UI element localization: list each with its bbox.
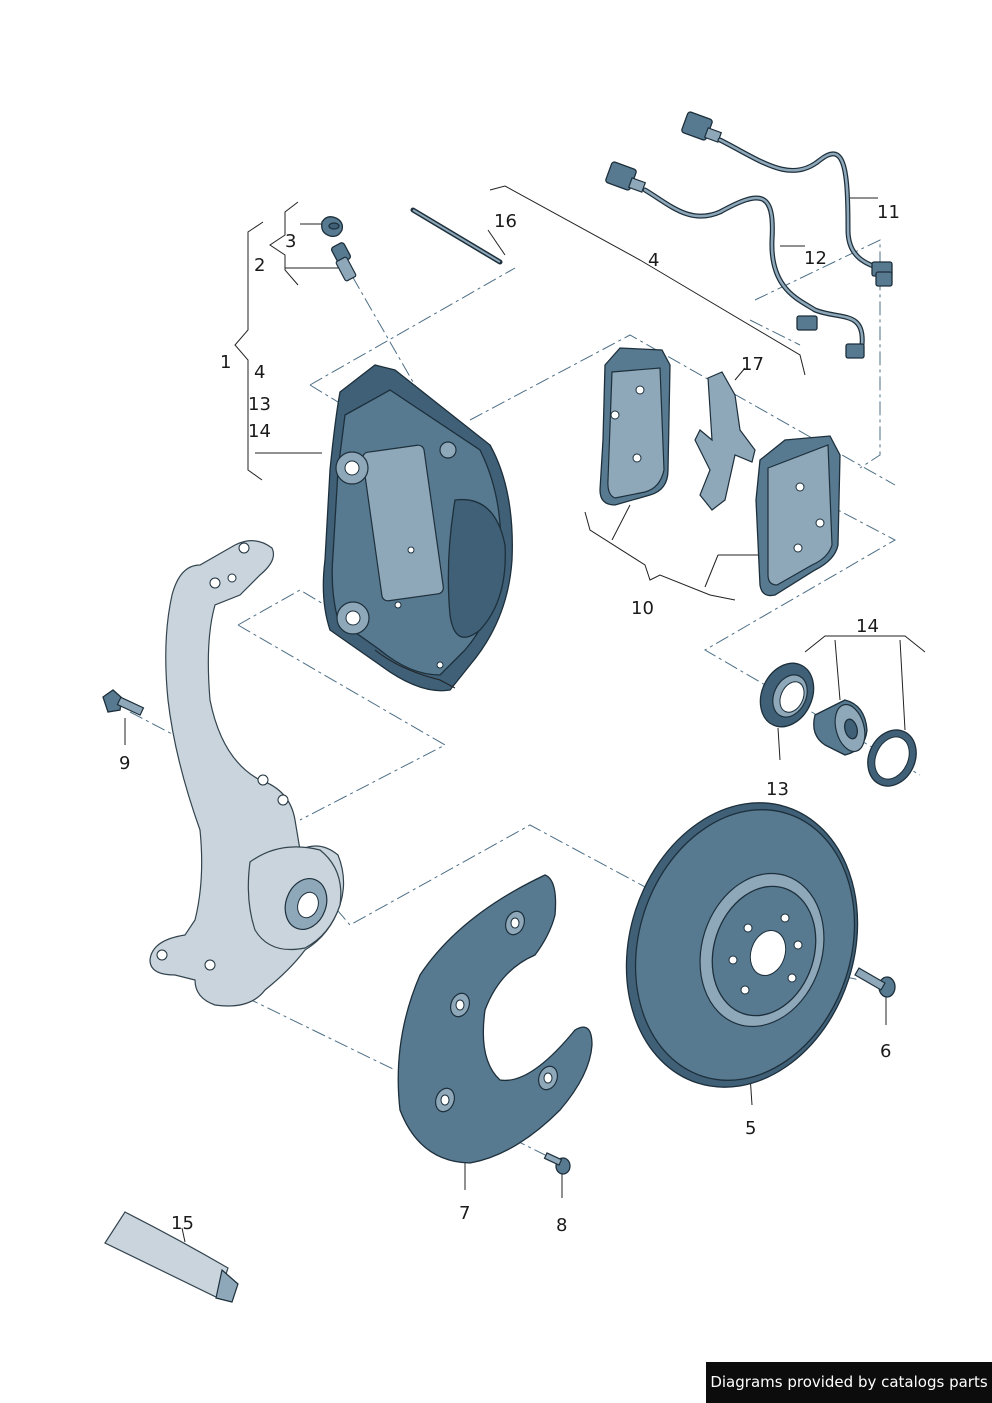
callout-3: 3 [285,231,296,252]
leader-lines [124,185,926,1243]
steering-knuckle [149,540,345,1007]
callout-4: 4 [648,250,659,271]
brake-pad-left [599,347,671,506]
seal-ring [759,662,815,728]
callout-13-brace: 13 [248,394,271,415]
callout-8: 8 [556,1215,567,1236]
brake-disc [625,802,859,1088]
callout-7: 7 [459,1203,470,1224]
callout-1: 1 [220,352,231,373]
pad-spring [694,371,756,511]
callout-15: 15 [171,1213,194,1234]
callout-9: 9 [119,753,130,774]
disc-screw [854,967,896,998]
guide-pin [410,207,503,265]
callout-4-brace: 4 [254,362,265,383]
callout-12: 12 [804,248,827,269]
callout-13: 13 [766,779,789,800]
credit-banner: Diagrams provided by catalogs parts [706,1362,992,1403]
callout-14: 14 [856,616,879,637]
callout-14-brace: 14 [248,421,271,442]
splash-guard [397,874,593,1164]
callout-labels: 1 2 3 4 13 14 4 16 11 12 17 10 14 13 9 6… [119,202,900,1236]
callout-5: 5 [745,1118,756,1139]
grease-tube [104,1211,239,1303]
splash-guard-screw [543,1152,571,1175]
callout-6: 6 [880,1041,891,1062]
brake-pad-right [755,435,841,597]
callout-11: 11 [877,202,900,223]
brake-caliper [322,364,513,692]
bleeder-cap [321,216,344,238]
wear-sensor-upper [681,111,893,287]
callout-17: 17 [741,354,764,375]
caliper-bolt [102,689,145,716]
callout-10: 10 [631,598,654,619]
wear-sensor-lower [605,161,865,359]
bleeder-screw [331,242,357,282]
callout-16: 16 [494,211,517,232]
piston-ring [867,729,917,787]
callout-2: 2 [254,255,265,276]
caliper-piston [813,699,868,756]
